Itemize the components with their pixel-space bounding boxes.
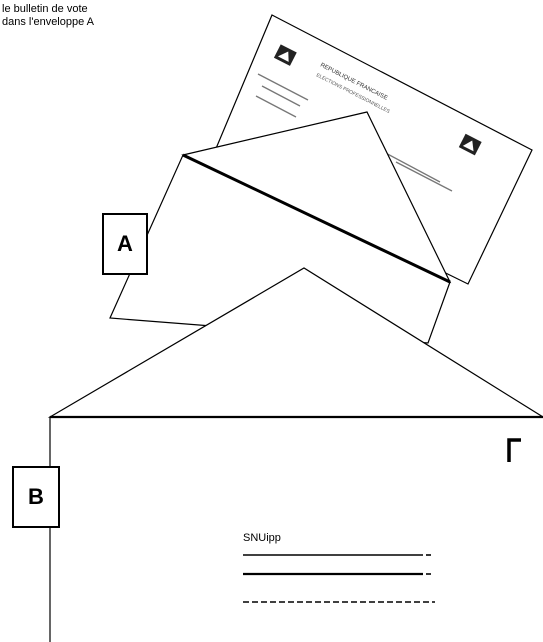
ballot-text-lines [255, 73, 453, 192]
address-lines [243, 554, 435, 603]
ballot-logo-left [273, 44, 297, 66]
address-name: SNUipp [243, 532, 281, 544]
envelope-a-label: A [102, 213, 148, 275]
envelope-a-opening [182, 153, 451, 284]
instruction-text: le bulletin de vote dans l'enveloppe A [2, 3, 94, 29]
instruction-line-2: dans l'enveloppe A [2, 16, 95, 28]
instruction-line-1: le bulletin de vote [2, 3, 88, 15]
stamp-corner-mark [507, 438, 521, 462]
envelope-b [47, 267, 543, 642]
envelope-b-label: B [12, 466, 60, 528]
ballot-logo-right [458, 133, 482, 156]
envelope-a [109, 111, 452, 344]
